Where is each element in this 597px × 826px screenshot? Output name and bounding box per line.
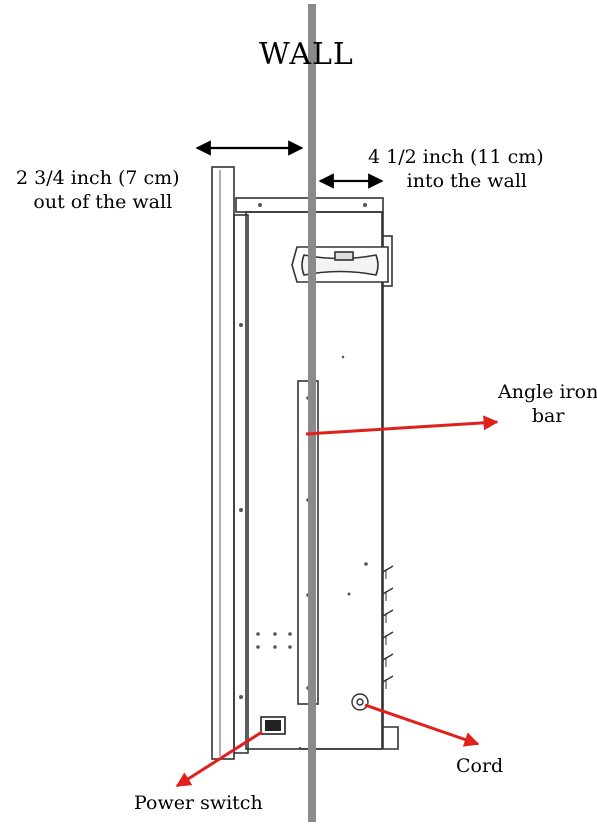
cord-callout-arrow [364, 703, 480, 747]
wall-bracket [291, 235, 393, 287]
body-screws [256, 355, 368, 649]
wall-line [308, 4, 316, 822]
inside-depth-line1: 4 1/2 inch (11 cm) [368, 146, 544, 168]
angle-iron-line2: bar [531, 405, 565, 427]
inside-depth-line2: into the wall [406, 170, 527, 192]
front-frame [211, 166, 249, 760]
outside-depth-label: 2 3/4 inch (7 cm) out of the wall [16, 166, 180, 214]
cord-grommet [351, 693, 369, 711]
cord-label: Cord [456, 755, 504, 777]
power-switch-callout-arrow [175, 730, 263, 788]
wall-title: WALL [259, 37, 354, 72]
angle-iron-label: Angle iron bar [498, 380, 597, 428]
power-switch-label: Power switch [134, 792, 263, 814]
front-frame-screws [239, 323, 243, 699]
angle-iron-line1: Angle iron [498, 381, 597, 403]
top-rail-screws [258, 203, 367, 207]
angle-iron-callout-arrow [305, 415, 499, 436]
outside-depth-line2: out of the wall [33, 191, 173, 213]
power-switch [260, 716, 286, 735]
rear-vents [382, 565, 394, 689]
outside-depth-line1: 2 3/4 inch (7 cm) [16, 167, 180, 189]
inside-depth-label: 4 1/2 inch (11 cm) into the wall [368, 145, 544, 193]
